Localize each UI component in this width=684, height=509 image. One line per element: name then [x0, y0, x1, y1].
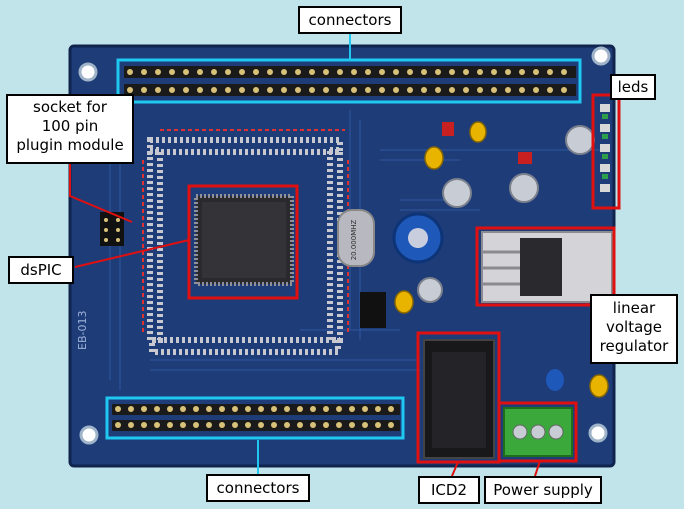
label-regulator-line2: voltage — [605, 318, 663, 336]
label-regulator-line1: linear — [612, 299, 656, 317]
label-socket: socket for 100 pin plugin module — [6, 94, 134, 164]
board-side-code: EB-013 — [76, 311, 89, 350]
crystal: 20.000MHZ — [337, 209, 375, 267]
label-dspic: dsPIC — [8, 256, 74, 284]
label-power-supply: Power supply — [484, 476, 602, 504]
leader-icd2 — [451, 461, 459, 477]
icd2-connector — [423, 339, 495, 459]
leader-power — [534, 460, 541, 477]
label-socket-line1: socket for — [33, 98, 107, 116]
mounting-holes — [78, 46, 611, 445]
dspic-highlight — [187, 184, 299, 300]
regulator-highlight — [475, 226, 616, 307]
label-socket-line3: plugin module — [16, 136, 124, 154]
label-leds: leds — [610, 74, 656, 100]
leds-highlight — [591, 93, 621, 210]
dspic-chip — [194, 194, 294, 286]
leader-dspic — [74, 239, 190, 268]
leader-socket — [69, 163, 133, 223]
label-regulator-line3: regulator — [599, 337, 669, 355]
label-connectors-top: connectors — [298, 6, 402, 34]
label-socket-line2: 100 pin — [41, 117, 99, 135]
top-connector-pins — [124, 66, 576, 96]
power-supply-highlight — [497, 401, 578, 463]
bottom-connectors-highlight — [105, 396, 405, 440]
blue-capacitor — [392, 212, 444, 264]
label-linear-regulator: linear voltage regulator — [590, 294, 678, 364]
blue-small-capacitor — [546, 369, 564, 391]
led-column — [600, 104, 610, 192]
power-terminal — [503, 407, 573, 457]
crystal-marking: 20.000MHZ — [350, 220, 358, 261]
small-header — [360, 292, 386, 328]
pcb-traces — [109, 110, 600, 390]
red-components — [442, 122, 532, 164]
yellow-capacitors — [394, 121, 609, 398]
label-connectors-bottom: connectors — [206, 474, 310, 502]
label-icd2: ICD2 — [418, 476, 480, 504]
icd2-highlight — [416, 331, 501, 464]
voltage-regulator — [481, 231, 613, 303]
